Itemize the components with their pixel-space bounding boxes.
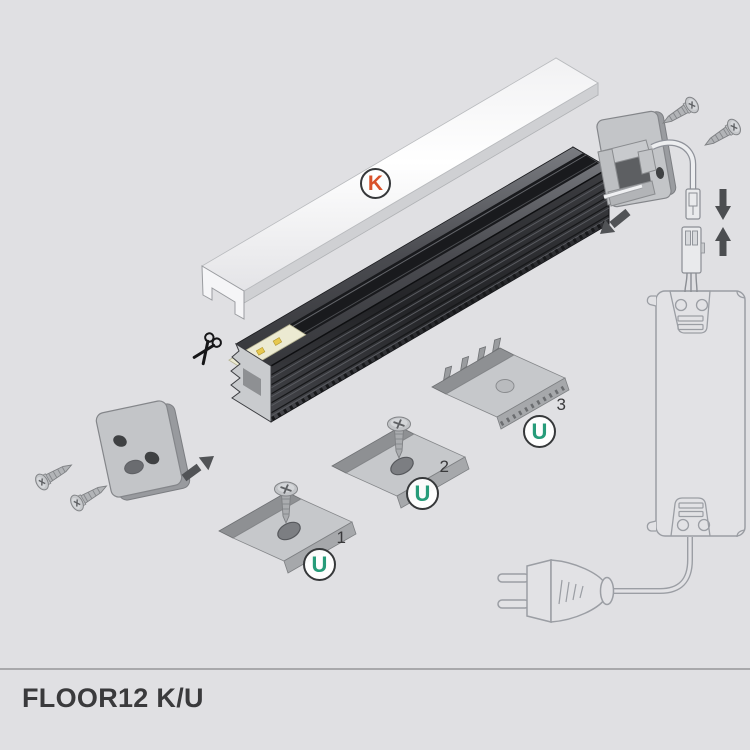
marker-cover-k: K: [360, 168, 391, 199]
marker-letter: K: [367, 172, 384, 195]
connector-join-arrows-icon: [715, 189, 731, 256]
end-cap-left: [95, 400, 191, 501]
marker-clip-2: U 2: [406, 458, 449, 510]
end-cap-screws-left: [32, 456, 112, 514]
end-cap-right: [596, 110, 677, 208]
footer: FLOOR12 K/U: [0, 668, 750, 714]
arrow-insert-left-icon: [181, 456, 214, 482]
marker-superscript: 1: [336, 528, 346, 547]
footer-divider: [0, 668, 750, 670]
mounting-clip-2: [331, 426, 470, 509]
marker-superscript: 2: [439, 457, 449, 476]
marker-clip-1: U 1: [303, 529, 346, 581]
cap-output-wire: [650, 139, 697, 189]
connector-male: [685, 188, 701, 220]
marker-superscript: 3: [556, 395, 566, 414]
diffuser-cover: [201, 57, 599, 320]
scissors-icon: [192, 332, 222, 366]
mounting-clip-1: [218, 491, 357, 574]
marker-letter: U: [414, 480, 431, 506]
connector-female: [681, 226, 705, 293]
marker-letter: U: [531, 418, 548, 444]
arrow-insert-right-icon: [600, 208, 631, 234]
mounting-clip-3: [431, 337, 570, 430]
led-strip-tail: [603, 183, 643, 200]
aluminium-profile: [192, 146, 610, 423]
power-supply: [646, 290, 746, 538]
power-cable: [613, 537, 693, 594]
marker-letter: U: [311, 551, 328, 577]
marker-clip-3: U 3: [523, 396, 566, 448]
product-title: FLOOR12 K/U: [22, 683, 204, 713]
power-plug: [497, 559, 615, 623]
